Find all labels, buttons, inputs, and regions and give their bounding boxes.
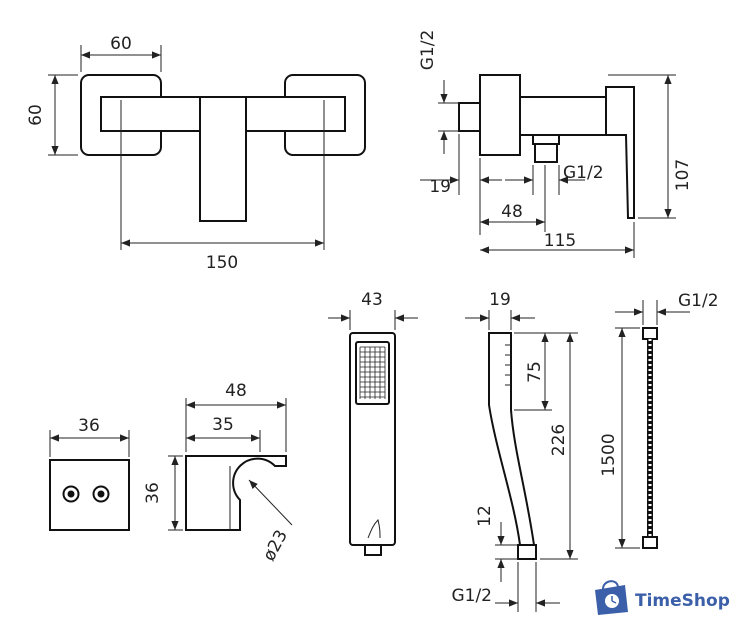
dim-label-holder-diameter: ø23 — [259, 527, 292, 565]
dim-side-depth: 115 — [480, 222, 635, 258]
dim-mixer-width: 60 — [80, 34, 162, 72]
dim-label-side-depth: 115 — [544, 231, 576, 251]
shopping-bag-clock-icon — [595, 580, 628, 615]
handshower-front-view — [349, 332, 396, 556]
dim-label-mixer-centers: 150 — [206, 253, 238, 273]
dim-side-height: 107 — [608, 74, 693, 219]
dim-holder-inner: 35 — [186, 415, 261, 452]
dim-handshower-width: 43 — [328, 290, 418, 330]
dim-hose-length: 1500 — [599, 327, 640, 549]
dim-label-handshower-length: 226 — [549, 424, 569, 456]
dim-label-handshower-head: 75 — [525, 361, 545, 383]
dim-mixer-height: 60 — [26, 74, 78, 156]
mixer-side-view — [458, 74, 635, 219]
holder-side-view — [185, 455, 287, 531]
spray-nozzle-grid — [359, 346, 386, 399]
dim-hose-thread: G1/2 — [615, 291, 719, 325]
dim-label-side-outlet: 48 — [501, 202, 523, 222]
handshower-side-view — [488, 332, 537, 560]
dim-label-handshower-neck: 12 — [475, 505, 495, 527]
hose-view — [642, 327, 658, 549]
logo-text: TimeShop — [635, 591, 730, 611]
dim-label-handshower-thread: G1/2 — [451, 586, 492, 606]
dim-inlet-thread: G1/2 — [418, 30, 459, 154]
dim-outlet-thread: G1/2 — [505, 163, 604, 195]
dim-label-side-offset: 19 — [429, 177, 451, 197]
dim-label-handshower-depth: 19 — [489, 290, 511, 310]
dim-label-side-height: 107 — [673, 159, 693, 191]
dim-label-holder-width: 48 — [225, 381, 247, 401]
dim-handshower-neck: 12 — [475, 505, 518, 582]
dim-holder-front-width: 36 — [49, 416, 130, 457]
dim-handshower-depth: 19 — [465, 290, 535, 330]
dim-label-hose-length: 1500 — [599, 433, 619, 476]
holder-front-view — [49, 459, 130, 531]
dim-handshower-thread: G1/2 — [451, 562, 560, 612]
dim-label-inlet-thread: G1/2 — [418, 30, 438, 71]
dim-label-holder-front-width: 36 — [78, 416, 100, 436]
dim-holder-diameter: ø23 — [248, 479, 293, 565]
dim-label-mixer-height: 60 — [26, 104, 46, 126]
dim-label-handshower-width: 43 — [361, 290, 383, 310]
dim-label-outlet-thread: G1/2 — [563, 163, 604, 183]
logo: TimeShop — [595, 580, 730, 615]
dim-handshower-length: 226 — [514, 332, 578, 560]
dim-side-outlet: 48 — [480, 165, 546, 232]
mixer-front-view — [80, 74, 366, 250]
dim-holder-width: 48 — [185, 381, 287, 452]
dim-label-mixer-width: 60 — [110, 34, 132, 54]
dim-handshower-head: 75 — [514, 332, 552, 411]
dim-label-hose-thread: G1/2 — [678, 291, 719, 311]
dim-label-holder-inner: 35 — [212, 415, 234, 435]
dim-label-holder-height: 36 — [143, 482, 163, 504]
dim-holder-height: 36 — [143, 455, 183, 531]
dim-mixer-centers: 150 — [121, 239, 324, 273]
